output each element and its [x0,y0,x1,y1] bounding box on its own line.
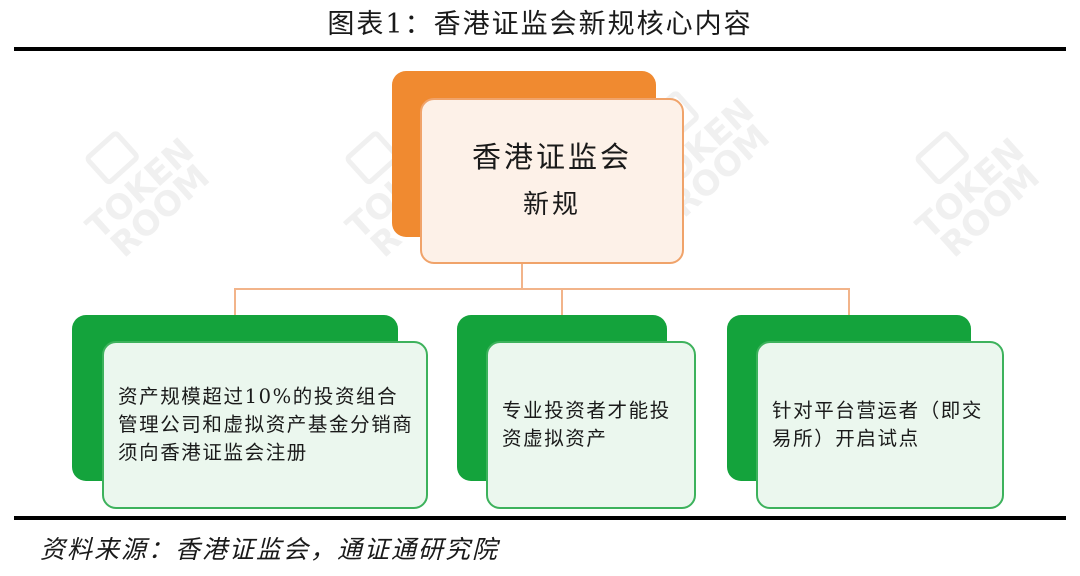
connector-horizontal [234,288,850,290]
child-node-1-text: 资产规模超过10%的投资组合管理公司和虚拟资产基金分销商须向香港证监会注册 [118,385,414,464]
root-node-subtitle: 新规 [522,190,581,220]
source-note: 资料来源：香港证监会，通证通研究院 [40,535,500,564]
connector-root-down [521,262,523,288]
root-node: 香港证监会 新规 [420,98,684,264]
connector-left-down [234,288,236,318]
connector-right-down [848,288,850,318]
figure-title: 图表1：香港证监会新规核心内容 [327,9,753,40]
connector-middle-down [561,288,563,318]
child-node-1: 资产规模超过10%的投资组合管理公司和虚拟资产基金分销商须向香港证监会注册 [102,341,428,509]
child-node-2: 专业投资者才能投资虚拟资产 [486,341,696,509]
root-node-title: 香港证监会 [471,140,632,174]
child-node-2-text: 专业投资者才能投资虚拟资产 [502,399,671,450]
child-node-3-text: 针对平台营运者（即交易所）开启试点 [772,399,984,450]
top-rule [14,47,1066,51]
bottom-rule [14,516,1066,520]
child-node-3: 针对平台营运者（即交易所）开启试点 [756,341,1004,509]
